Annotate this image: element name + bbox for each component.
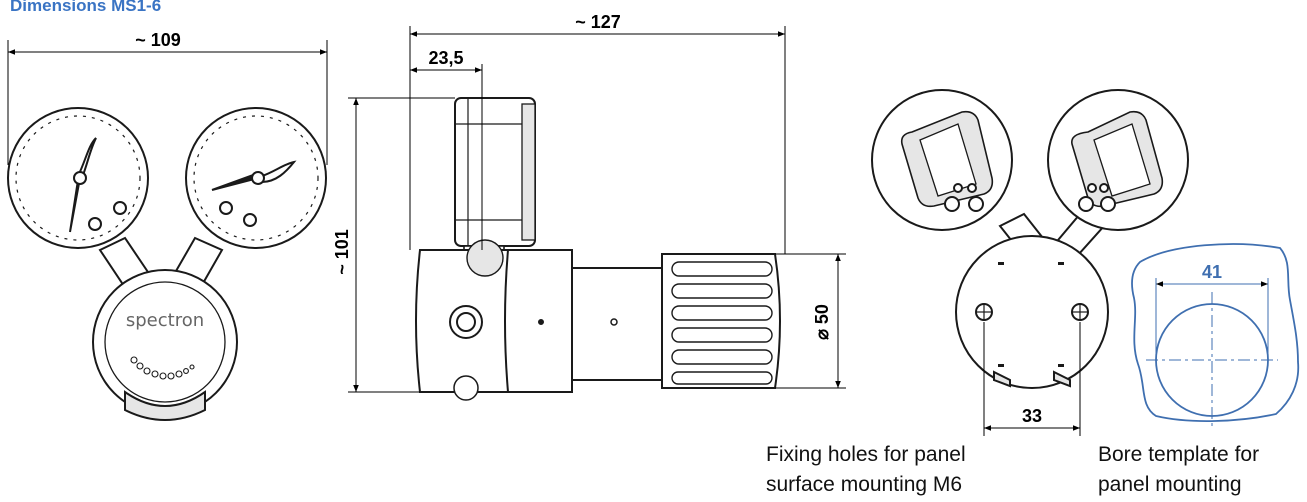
length-dimension-label: ~ 127 bbox=[575, 12, 621, 32]
height-dimension-label: ~ 101 bbox=[332, 229, 352, 275]
bore-template bbox=[1131, 243, 1300, 426]
side-dimensions bbox=[348, 26, 846, 393]
bore-template-caption: Bore template for panel mounting bbox=[1098, 440, 1259, 500]
bore-diameter-label: 41 bbox=[1202, 262, 1222, 282]
bonnet-diameter-label: ⌀ 50 bbox=[812, 304, 832, 340]
hole-spacing-dimension bbox=[983, 322, 1081, 436]
brand-logo: spectron bbox=[126, 310, 204, 331]
gauge-offset-label: 23,5 bbox=[428, 48, 463, 68]
bore-caption-line-1: Bore template for bbox=[1098, 443, 1260, 466]
regulator-body bbox=[92, 269, 238, 415]
rear-view bbox=[871, 89, 1189, 389]
led-dots bbox=[130, 356, 195, 380]
page-title: Dimensions MS1-6 bbox=[10, 0, 162, 15]
bonnet-knob bbox=[661, 253, 781, 389]
fixing-caption-line-1: Fixing holes for panel bbox=[766, 443, 966, 466]
fixing-holes-caption: Fixing holes for panel surface mounting … bbox=[766, 440, 966, 500]
bore-caption-line-2: panel mounting bbox=[1098, 473, 1242, 496]
width-dimension bbox=[7, 40, 328, 165]
hole-spacing-label: 33 bbox=[1022, 406, 1042, 426]
rear-body bbox=[955, 235, 1109, 389]
front-view bbox=[7, 107, 327, 421]
fixing-caption-line-2: surface mounting M6 bbox=[766, 473, 963, 496]
panel-outline bbox=[1131, 243, 1300, 422]
width-dimension-label: ~ 109 bbox=[135, 30, 181, 50]
side-view bbox=[415, 97, 781, 401]
